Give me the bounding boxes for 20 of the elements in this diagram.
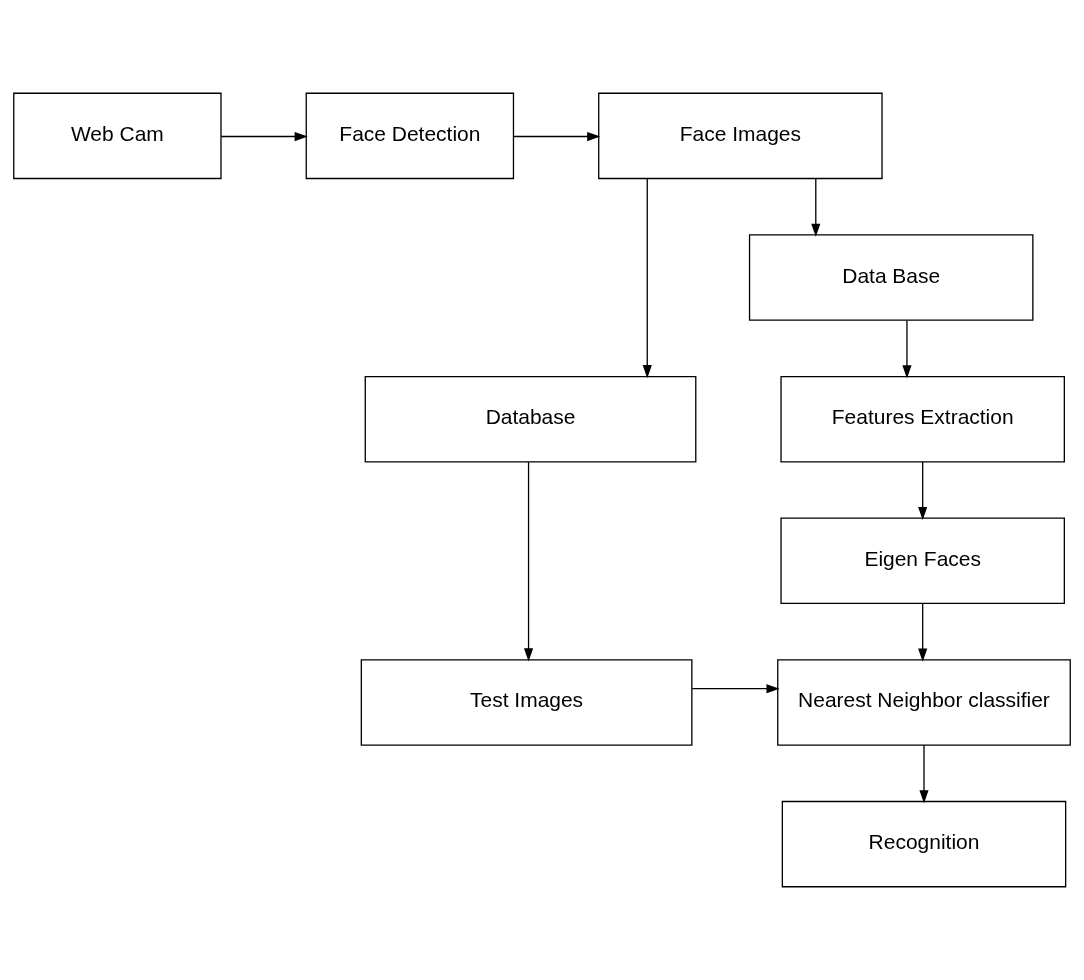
node-box: Face Images — [598, 92, 883, 180]
node-box: Face Detection — [305, 92, 515, 180]
node-box: Database — [364, 375, 697, 463]
arrow — [523, 461, 534, 662]
arrow — [918, 461, 928, 521]
arrow — [919, 744, 929, 804]
node-box: Test Images — [360, 659, 693, 746]
arrow — [512, 131, 601, 142]
arrow — [811, 178, 821, 237]
node-box: Eigen Faces — [780, 517, 1065, 605]
node-box: Web Cam — [13, 92, 222, 180]
node-box: Features Extraction — [780, 375, 1065, 463]
arrow — [902, 319, 912, 379]
arrow — [691, 684, 780, 694]
arrow — [642, 178, 652, 379]
node-box: Nearest Neighbor classifier — [777, 659, 1071, 746]
node-box: Data Base — [748, 234, 1034, 321]
node-box: Recognition — [781, 800, 1067, 888]
arrow — [918, 603, 928, 662]
arrow — [220, 131, 308, 142]
